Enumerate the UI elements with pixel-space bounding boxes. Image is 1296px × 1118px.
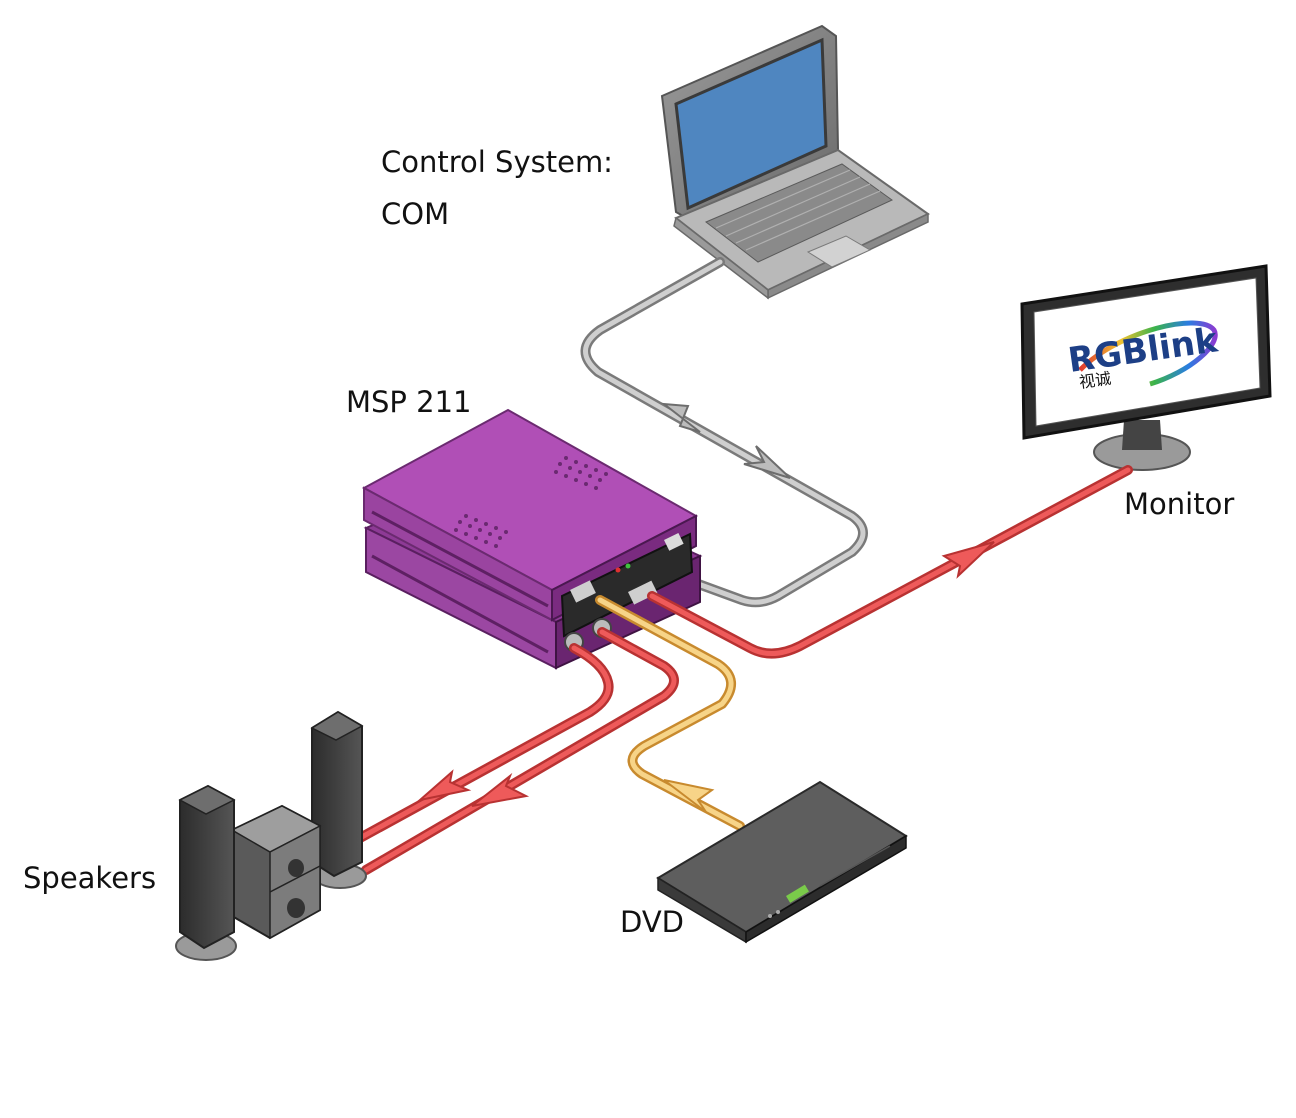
monitor-icon: RGBlink 视诚 — [1020, 264, 1272, 471]
laptop-screen — [674, 37, 828, 211]
monitor-logo-subtext: 视诚 — [1078, 369, 1112, 392]
speaker-arrow-2 — [471, 772, 530, 807]
monitor-label: Monitor — [1124, 487, 1235, 521]
control-system-label: Control System: — [381, 145, 613, 179]
control-cable — [580, 257, 868, 608]
speakers-label: Speakers — [23, 861, 157, 895]
speaker-arrow-1 — [416, 769, 472, 802]
control-arrow-down — [743, 445, 791, 479]
laptop-icon — [660, 24, 930, 300]
dvd-player-icon — [656, 780, 908, 944]
speakers-icon — [175, 710, 367, 961]
control-system-port-label: COM — [381, 197, 450, 231]
speaker-cables — [355, 627, 679, 875]
monitor-arrow — [941, 541, 995, 579]
monitor-screen — [1033, 277, 1261, 427]
dvd-cable — [595, 595, 745, 831]
dvd-label: DVD — [620, 905, 684, 939]
control-arrow-up — [660, 402, 701, 433]
dvd-arrow — [663, 779, 715, 813]
processor-label: MSP 211 — [346, 385, 472, 419]
monitor-cable — [647, 465, 1133, 659]
